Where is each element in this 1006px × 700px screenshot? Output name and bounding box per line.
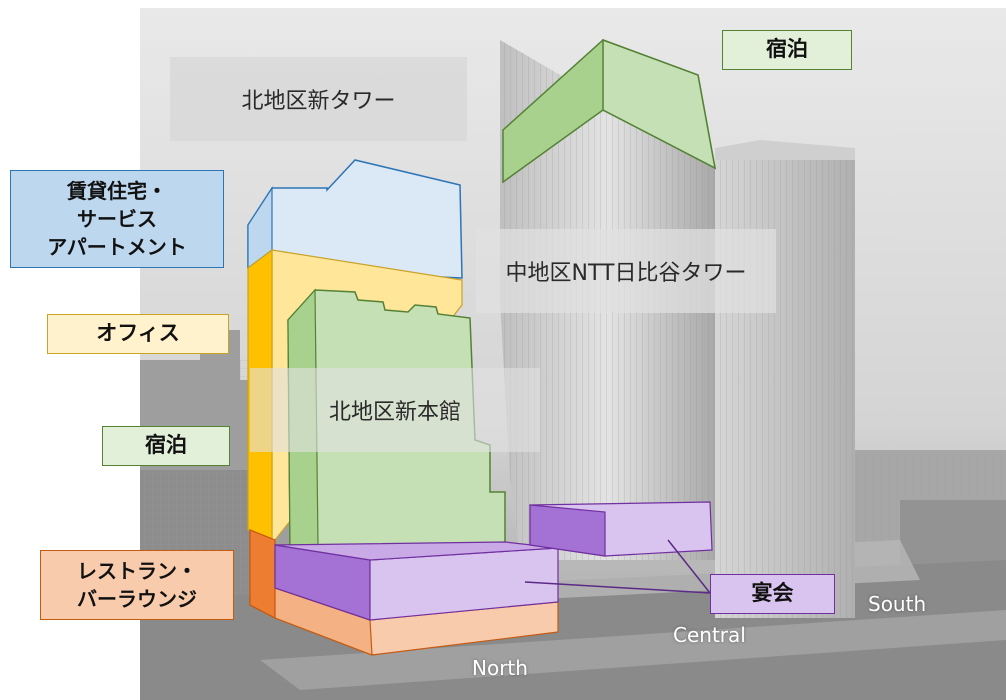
- hotel-left-label-text: 宿泊: [145, 433, 187, 458]
- office-label-text: オフィス: [96, 321, 180, 346]
- direction-south: South: [868, 592, 927, 616]
- central-ntt-hibiya-tower-label: 中地区NTT日比谷タワー: [476, 229, 776, 313]
- banquet-label: 宴会: [710, 574, 835, 614]
- hotel-top-label-text: 宿泊: [766, 37, 808, 62]
- restaurant-label: レストラン・ バーラウンジ: [40, 550, 234, 620]
- office-label: オフィス: [47, 314, 229, 354]
- banquet-label-text: 宴会: [751, 581, 794, 606]
- restaurant-label-text: レストラン・ バーラウンジ: [77, 559, 197, 611]
- north-new-tower-label: 北地区新タワー: [170, 57, 467, 141]
- residential-label-text: 賃貸住宅・ サービス アパートメント: [47, 179, 187, 259]
- direction-central: Central: [673, 623, 746, 647]
- north-new-main-label: 北地区新本館: [250, 368, 540, 452]
- direction-north: North: [472, 656, 528, 680]
- hotel-left-label: 宿泊: [102, 426, 230, 466]
- residential-label: 賃貸住宅・ サービス アパートメント: [10, 170, 224, 268]
- banquet-leader-line-2: [667, 539, 711, 594]
- hotel-top-label: 宿泊: [722, 30, 852, 70]
- banquet-leader-line-1: [524, 581, 711, 594]
